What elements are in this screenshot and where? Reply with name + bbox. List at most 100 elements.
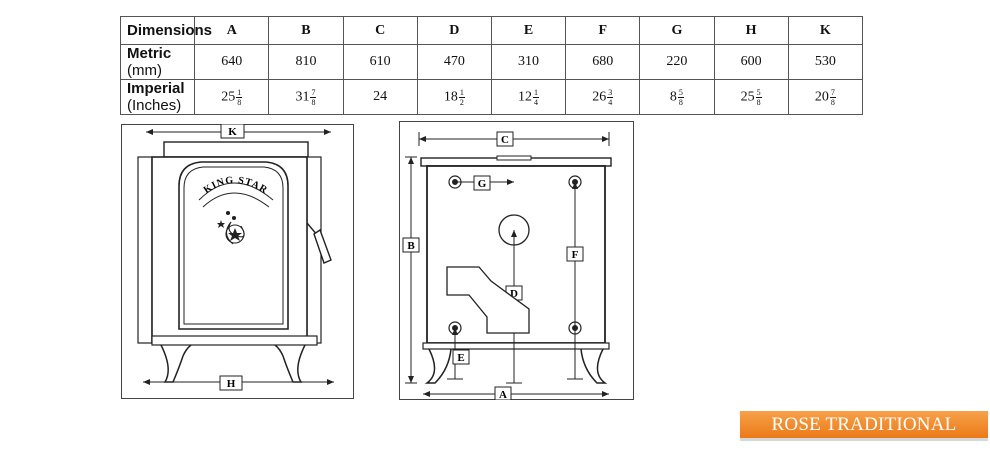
imperial-whole: 18	[443, 89, 458, 104]
brand-banner-bottom	[202, 192, 270, 208]
k-arrow-right	[324, 129, 331, 135]
g-arrow	[507, 179, 514, 185]
col-header-b: B	[268, 16, 344, 45]
imperial-unit: (Inches)	[127, 97, 182, 114]
dimensions-header: Dimensions	[119, 16, 212, 45]
imperial-whole: 25	[740, 89, 755, 104]
h-arrow-right	[327, 379, 334, 385]
imperial-whole: 31	[295, 89, 310, 104]
metric-cell: 310	[490, 44, 567, 80]
col-header-d: D	[416, 16, 492, 45]
f-label-box	[566, 246, 584, 262]
k-label: K	[228, 126, 237, 138]
b-arrow-bottom	[408, 376, 414, 383]
a-arrow-left	[423, 391, 430, 397]
fraction-numerator: 7	[829, 87, 836, 98]
b-label: B	[407, 240, 415, 252]
dimensions-table: Dimensions A B C D E F G H K Metric (mm)…	[119, 16, 864, 115]
d-arrow	[511, 230, 517, 237]
imperial-whole: 25	[221, 89, 236, 104]
col-header-c: C	[342, 16, 418, 45]
c-arrow-left	[419, 136, 426, 142]
brand-banner-top	[198, 182, 274, 201]
col-header-h: H	[713, 16, 789, 45]
metric-cell: 640	[194, 44, 270, 80]
fraction-denominator: 8	[756, 97, 761, 107]
c-arrow-right	[602, 136, 609, 142]
k-label-box	[220, 124, 245, 139]
e-arrow	[452, 328, 458, 335]
k-arrow-left	[146, 129, 153, 135]
fraction-numerator: 1	[236, 87, 243, 98]
side-legs	[424, 348, 608, 384]
rear-outlet-bracket	[446, 266, 530, 334]
metric-cell: 610	[342, 44, 418, 80]
front-view-diagram: K KING STAR H	[121, 124, 354, 399]
fraction-denominator: 8	[678, 97, 683, 107]
e-label: E	[457, 352, 464, 364]
ash-lip	[151, 335, 318, 346]
a-label: A	[499, 389, 507, 400]
fraction-numerator: 1	[533, 87, 540, 98]
left-side-panel	[137, 156, 153, 344]
stove-legs	[160, 344, 306, 383]
metric-label: Metric	[127, 45, 172, 62]
fraction-denominator: 8	[237, 97, 242, 107]
metric-cell: 810	[268, 44, 344, 80]
fraction-numerator: 5	[677, 87, 684, 98]
fraction-numerator: 5	[755, 87, 762, 98]
stove-door	[178, 161, 289, 330]
f-arrow	[572, 182, 578, 189]
imperial-whole: 24	[373, 88, 388, 104]
c-label: C	[501, 134, 509, 146]
metric-cell: 680	[565, 44, 641, 80]
a-arrow-right	[602, 391, 609, 397]
side-flue-lip	[496, 155, 532, 161]
col-header-f: F	[565, 16, 641, 45]
b-label-box	[402, 237, 420, 253]
metric-unit: (mm)	[127, 62, 162, 79]
imperial-whole: 20	[814, 89, 829, 104]
fraction-denominator: 4	[608, 97, 613, 107]
header-row: Dimensions A B C D E F G H K	[119, 16, 864, 45]
imperial-whole: 8	[669, 89, 677, 104]
col-header-k: K	[787, 16, 864, 45]
stove-top	[163, 141, 309, 158]
imperial-label: Imperial	[127, 80, 185, 97]
g-label-box	[473, 175, 491, 191]
fraction-denominator: 8	[830, 97, 835, 107]
side-view-diagram: C G D F E B	[399, 121, 634, 400]
fraction-denominator: 8	[311, 97, 316, 107]
model-name-badge: ROSE TRADITIONAL	[740, 411, 988, 438]
col-header-g: G	[639, 16, 715, 45]
g-label: G	[478, 178, 487, 190]
h-label: H	[227, 378, 236, 390]
metric-cell: 600	[713, 44, 789, 80]
metric-row: Metric (mm) 640 810 610 470 310 680 220 …	[119, 44, 864, 80]
e-label-box	[452, 349, 470, 365]
metric-cell: 470	[416, 44, 492, 80]
door-handle-icon	[306, 222, 332, 264]
imperial-whole: 12	[518, 89, 533, 104]
d-label: D	[510, 288, 518, 300]
fraction-denominator: 2	[459, 97, 464, 107]
b-arrow-top	[408, 157, 414, 164]
metric-cell: 220	[639, 44, 715, 80]
imperial-whole: 26	[592, 89, 607, 104]
imperial-cell: 24	[342, 79, 418, 115]
